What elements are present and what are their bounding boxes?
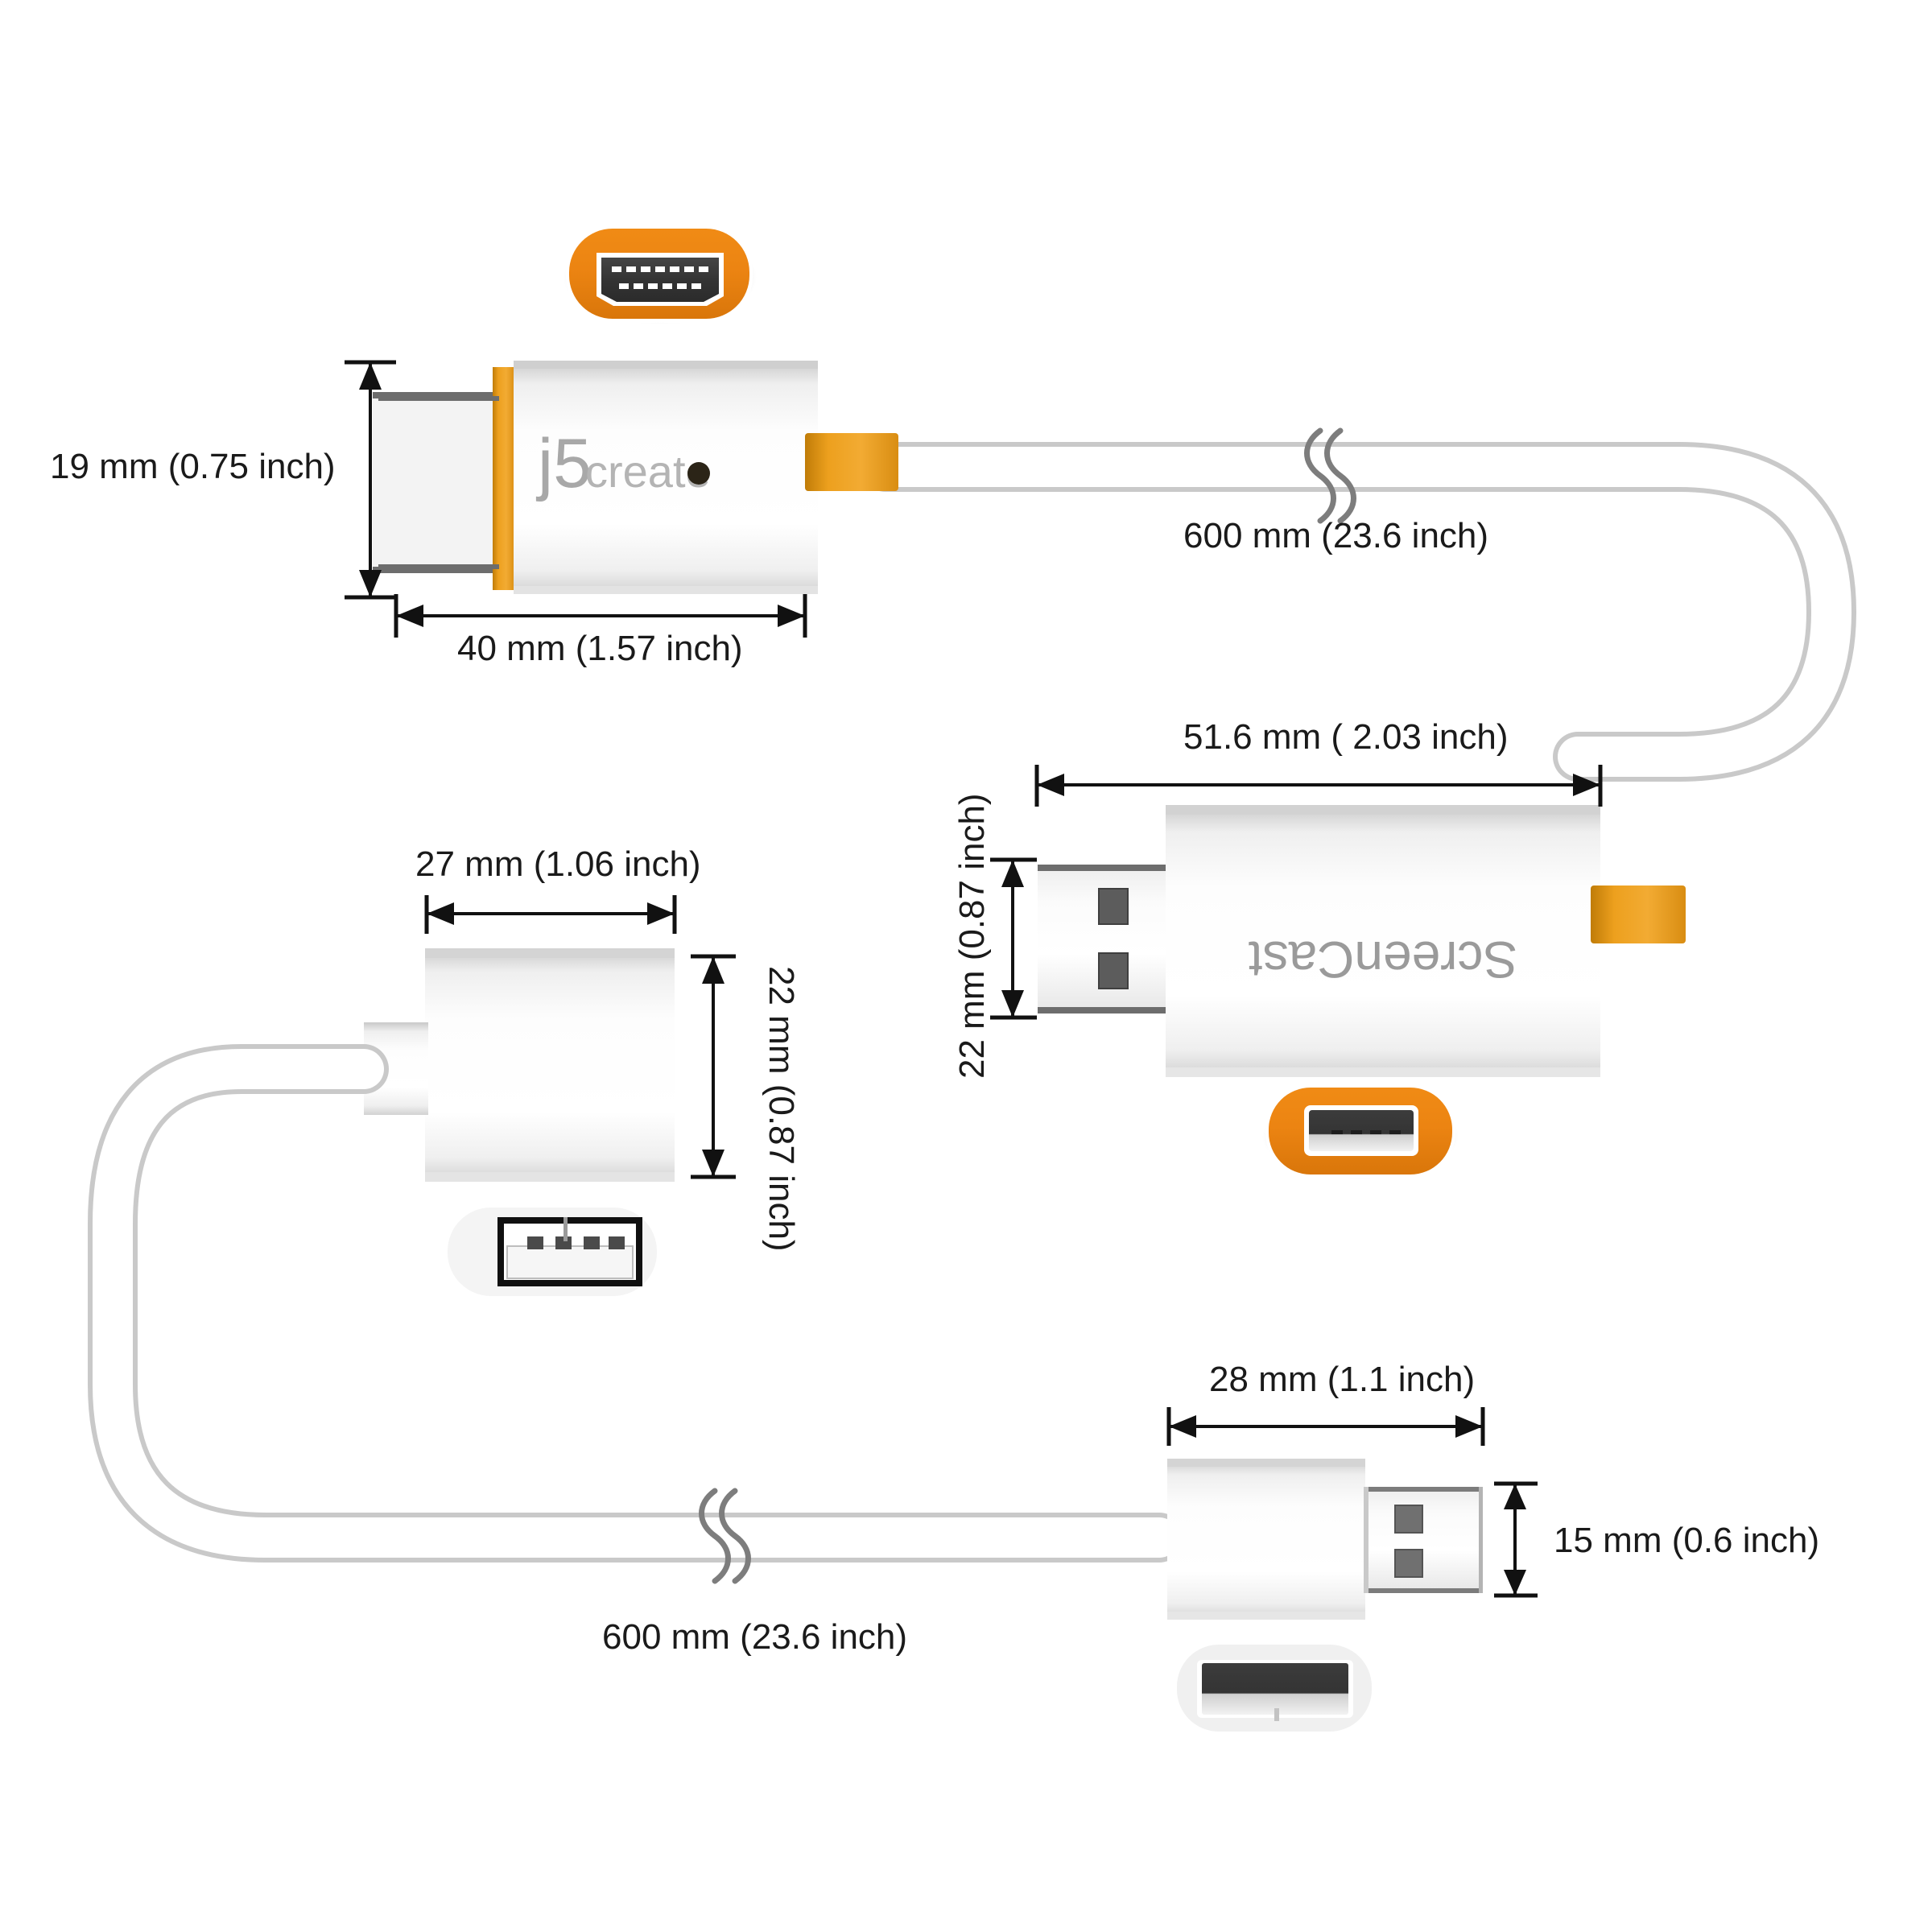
cable-upper	[861, 442, 1857, 782]
cable-lower-label: 600 mm (23.6 inch)	[602, 1617, 907, 1657]
brand-j5-text: j5	[535, 425, 592, 502]
led-indicator-icon	[687, 462, 710, 485]
dimension-usb-male-width: 28 mm (1.1 inch)	[1166, 1360, 1485, 1446]
screencast-height-label: 22 mm (0.87 inch)	[952, 793, 992, 1079]
usb-a-female-orange-port-face	[1262, 1085, 1459, 1179]
hdmi-pin-contacts	[612, 266, 708, 289]
strain-relief-screencast	[1591, 886, 1686, 943]
usb-female-height-label: 22 mm (0.87 inch)	[762, 966, 801, 1252]
hdmi-height-label: 19 mm (0.75 inch)	[50, 447, 336, 486]
usb-male-cutout-top	[1394, 1505, 1423, 1534]
cable-break-symbol-lower	[699, 1488, 751, 1584]
usb-plug-cutout-top	[1098, 888, 1129, 925]
dimension-hdmi-height: 19 mm (0.75 inch)	[50, 360, 499, 600]
usb-a-male-edge-face	[1177, 1645, 1372, 1732]
screencast-brand-text-group: ScreenCast	[1249, 931, 1518, 989]
j5create-logo: j5 create	[535, 425, 711, 502]
dimension-hdmi-width: 40 mm (1.57 inch)	[394, 594, 807, 668]
hdmi-port-face	[564, 226, 757, 324]
screencast-adapter-body	[1038, 805, 1600, 1077]
dimension-usb-male-height: 15 mm (0.6 inch)	[1494, 1481, 1819, 1598]
brand-screencast-text: ScreenCast	[1249, 931, 1518, 989]
cable-break-symbol-upper	[1304, 427, 1356, 524]
dimension-usb-female-height: 22 mm (0.87 inch)	[691, 954, 801, 1252]
usb-male-cutout-bottom	[1394, 1549, 1423, 1578]
hdmi-adapter-body	[373, 361, 818, 594]
usb-male-plug-body	[1167, 1459, 1483, 1620]
hdmi-width-label: 40 mm (1.57 inch)	[457, 629, 743, 668]
screencast-width-label: 51.6 mm ( 2.03 inch)	[1183, 717, 1509, 757]
usb-a-female-white-port-face	[448, 1208, 657, 1296]
usb-plug-cutout-bottom	[1098, 952, 1129, 989]
cable-lower	[88, 1044, 1184, 1563]
dimension-usb-female-width: 27 mm (1.06 inch)	[415, 844, 701, 934]
strain-relief-upper	[805, 433, 898, 491]
cable-upper-label: 600 mm (23.6 inch)	[1183, 516, 1488, 555]
usb-female-width-label: 27 mm (1.06 inch)	[415, 844, 701, 884]
dimension-screencast-height: 22 mm (0.87 inch)	[952, 793, 1037, 1079]
usb-male-width-label: 28 mm (1.1 inch)	[1209, 1360, 1475, 1399]
usb-female-contacts	[1331, 1130, 1401, 1134]
usb-male-height-label: 15 mm (0.6 inch)	[1554, 1521, 1819, 1560]
dimension-screencast-width: 51.6 mm ( 2.03 inch)	[1034, 717, 1603, 807]
usb-female-housing-body	[364, 948, 675, 1182]
